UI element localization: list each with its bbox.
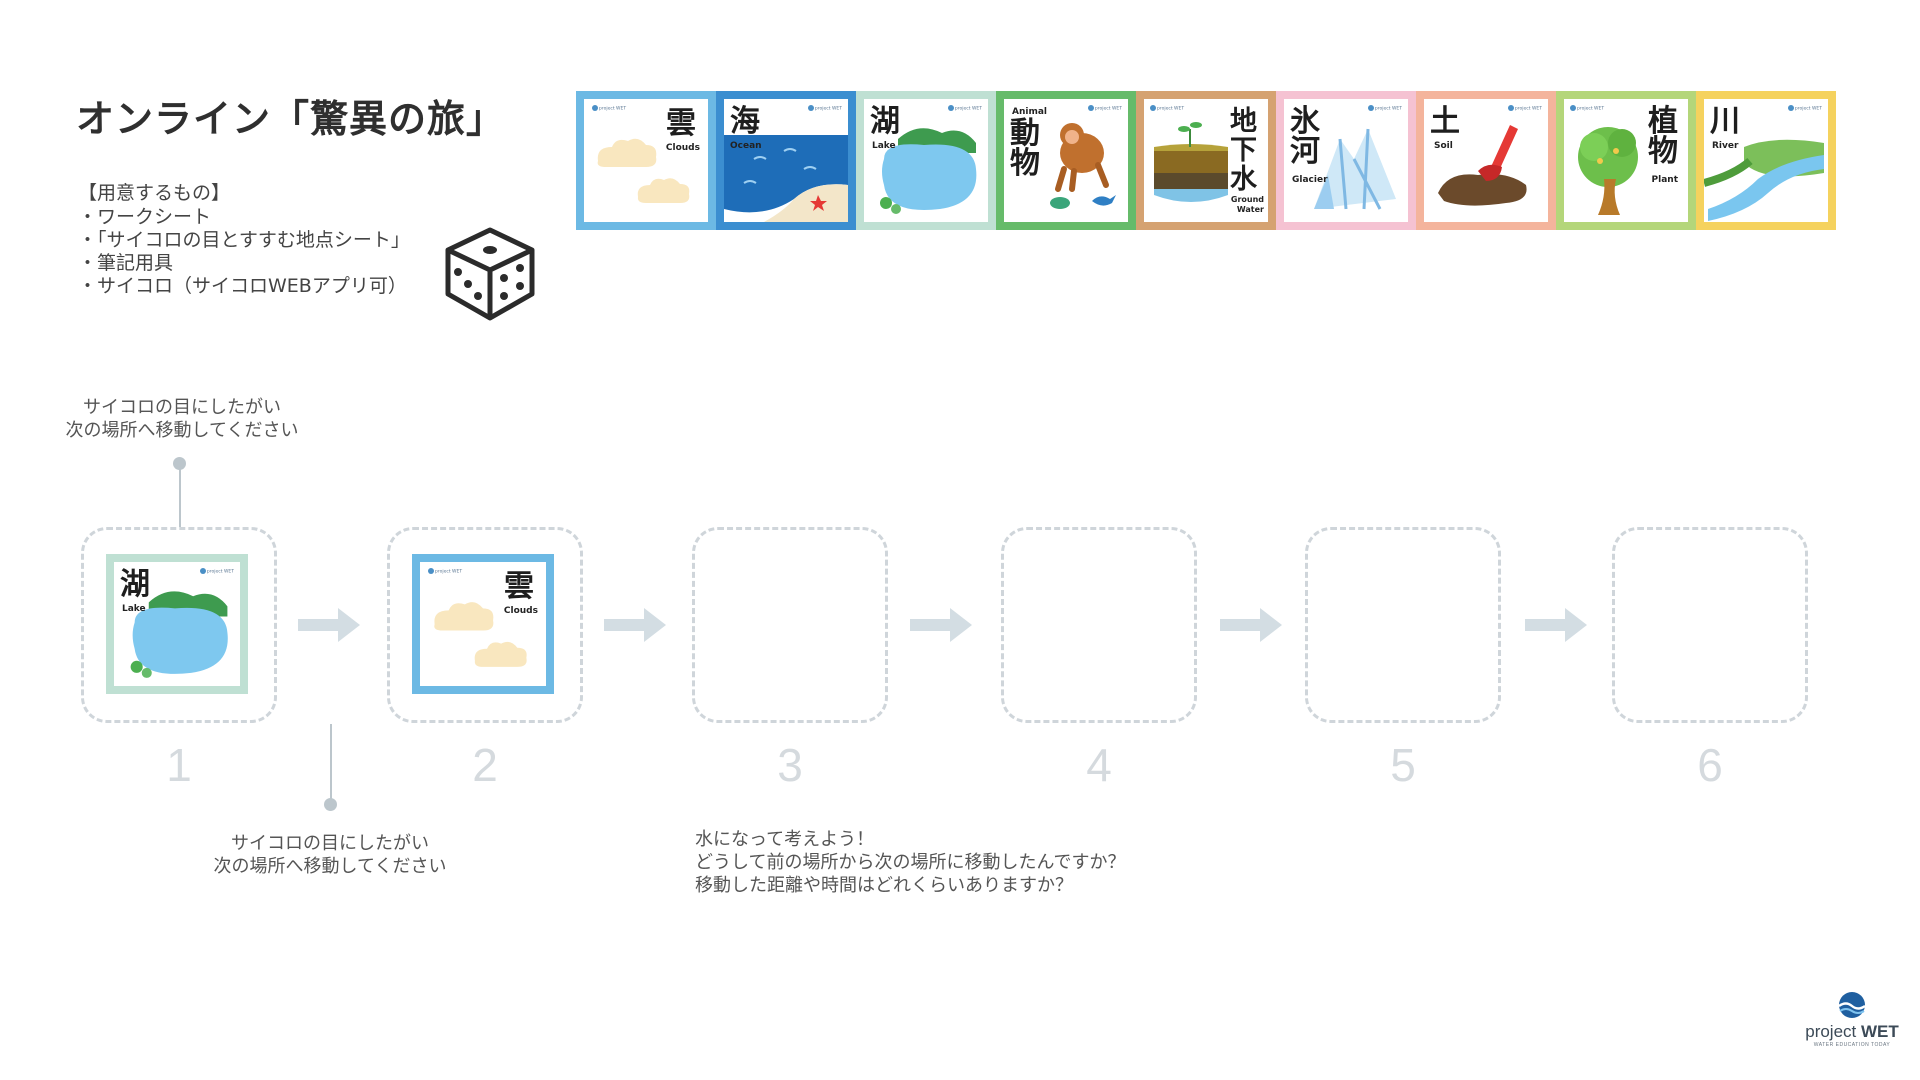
connector-top-dot: [173, 457, 186, 470]
page-title: オンライン「驚異の旅」: [76, 97, 506, 141]
water-drop-icon: [1838, 992, 1866, 1018]
arrow-right-icon: [910, 608, 972, 642]
card-kanji: 海: [730, 104, 760, 139]
materials-item: ・「サイコロの目とすすむ地点シート」: [78, 229, 410, 251]
step-slot-6[interactable]: [1612, 527, 1808, 723]
card-strip: project WET 雲 Clouds project WET 海 Ocean: [576, 91, 1836, 230]
card-english: Ground Water: [1230, 195, 1264, 214]
note-top: サイコロの目にしたがい 次の場所へ移動してください: [65, 397, 299, 441]
lake-illustration: [130, 591, 228, 678]
animal-illustration: [1050, 123, 1116, 209]
materials-item: ・筆記用具: [78, 252, 174, 274]
card-kanji: 雲: [504, 569, 534, 604]
arrow-right-icon: [1220, 608, 1282, 642]
ocean-illustration: [724, 135, 848, 222]
card-kanji: 川: [1710, 104, 1740, 139]
step-number: 2: [472, 739, 498, 791]
card-glacier: project WET 氷河 Glacier: [1276, 91, 1416, 230]
card-kanji: 植物: [1648, 104, 1678, 169]
card-english: Lake: [122, 604, 146, 614]
materials-heading: 【用意するもの】: [78, 182, 231, 204]
step-slot-2[interactable]: project WET 雲 Clouds: [387, 527, 583, 723]
card-ocean: project WET 海 Ocean: [716, 91, 856, 230]
brand-name-bold: WET: [1860, 1022, 1899, 1041]
card-soil: project WET 土 Soil: [1416, 91, 1556, 230]
brand-name-light: project: [1805, 1022, 1861, 1041]
plant-illustration: [1578, 127, 1638, 215]
step-slot-1[interactable]: project WET 湖 Lake: [81, 527, 277, 723]
card-kanji: 雲: [666, 106, 696, 141]
brand-tagline: WATER EDUCATION TODAY: [1813, 1042, 1891, 1048]
connector-bottom-line: [330, 724, 332, 804]
card-english: Soil: [1434, 141, 1453, 151]
card-english: River: [1712, 141, 1739, 151]
card-english: Clouds: [503, 606, 538, 616]
arrow-right-icon: [298, 608, 360, 642]
glacier-illustration: [1314, 128, 1396, 210]
step-number: 5: [1390, 739, 1416, 791]
lake-illustration: [880, 128, 977, 214]
step-number: 4: [1086, 739, 1112, 791]
card-clouds: project WET 雲 Clouds: [576, 91, 716, 230]
step-number: 1: [166, 739, 192, 791]
materials-item: ・ワークシート: [78, 206, 212, 228]
step-slot-4[interactable]: [1001, 527, 1197, 723]
river-illustration: [1704, 139, 1824, 221]
clouds-illustration: [434, 602, 527, 667]
card-kanji: 氷河: [1290, 104, 1320, 169]
step-slot-5[interactable]: [1305, 527, 1501, 723]
card-english: Glacier: [1292, 175, 1328, 185]
brand-logo: project WET WATER EDUCATION TODAY: [1802, 990, 1902, 1048]
arrow-right-icon: [604, 608, 666, 642]
card-kanji: 土: [1430, 104, 1460, 139]
card-animal: project WET Animal 動物: [996, 91, 1136, 230]
card-english: Animal: [1012, 107, 1047, 117]
soil-illustration: [1438, 125, 1527, 206]
materials-item: ・サイコロ（サイコロWEBアプリ可）: [78, 275, 407, 297]
dice-icon: [445, 227, 535, 321]
connector-bottom-dot: [324, 798, 337, 811]
card-kanji: 動物: [1010, 116, 1040, 181]
arrow-right-icon: [1525, 608, 1587, 642]
card-river: project WET 川 River: [1696, 91, 1836, 230]
ground-water-illustration: [1154, 122, 1228, 202]
note-bottom: サイコロの目にしたがい 次の場所へ移動してください: [213, 833, 447, 877]
connector-top-line: [179, 463, 181, 527]
card-english: Clouds: [665, 143, 700, 153]
card-kanji: 湖: [120, 567, 150, 602]
card-english: Lake: [872, 141, 896, 151]
step-number: 6: [1697, 739, 1723, 791]
card-plant: project WET 植物 Plant: [1556, 91, 1696, 230]
note-question: 水になって考えよう！ どうして前の場所から次の場所に移動したんですか？ 移動した…: [695, 829, 1126, 896]
card-kanji: 湖: [870, 104, 900, 139]
card-ground-water: project WET 地下水 Ground Water: [1136, 91, 1276, 230]
card-english: Plant: [1651, 175, 1678, 185]
materials-list: 【用意するもの】 ・ワークシート ・「サイコロの目とすすむ地点シート」 ・筆記用…: [78, 182, 410, 298]
card-kanji: 地下水: [1230, 106, 1257, 195]
card-lake: project WET 湖 Lake: [856, 91, 996, 230]
card-english: Ocean: [730, 141, 762, 151]
step-slot-3[interactable]: [692, 527, 888, 723]
clouds-illustration: [597, 138, 690, 203]
step-number: 3: [777, 739, 803, 791]
